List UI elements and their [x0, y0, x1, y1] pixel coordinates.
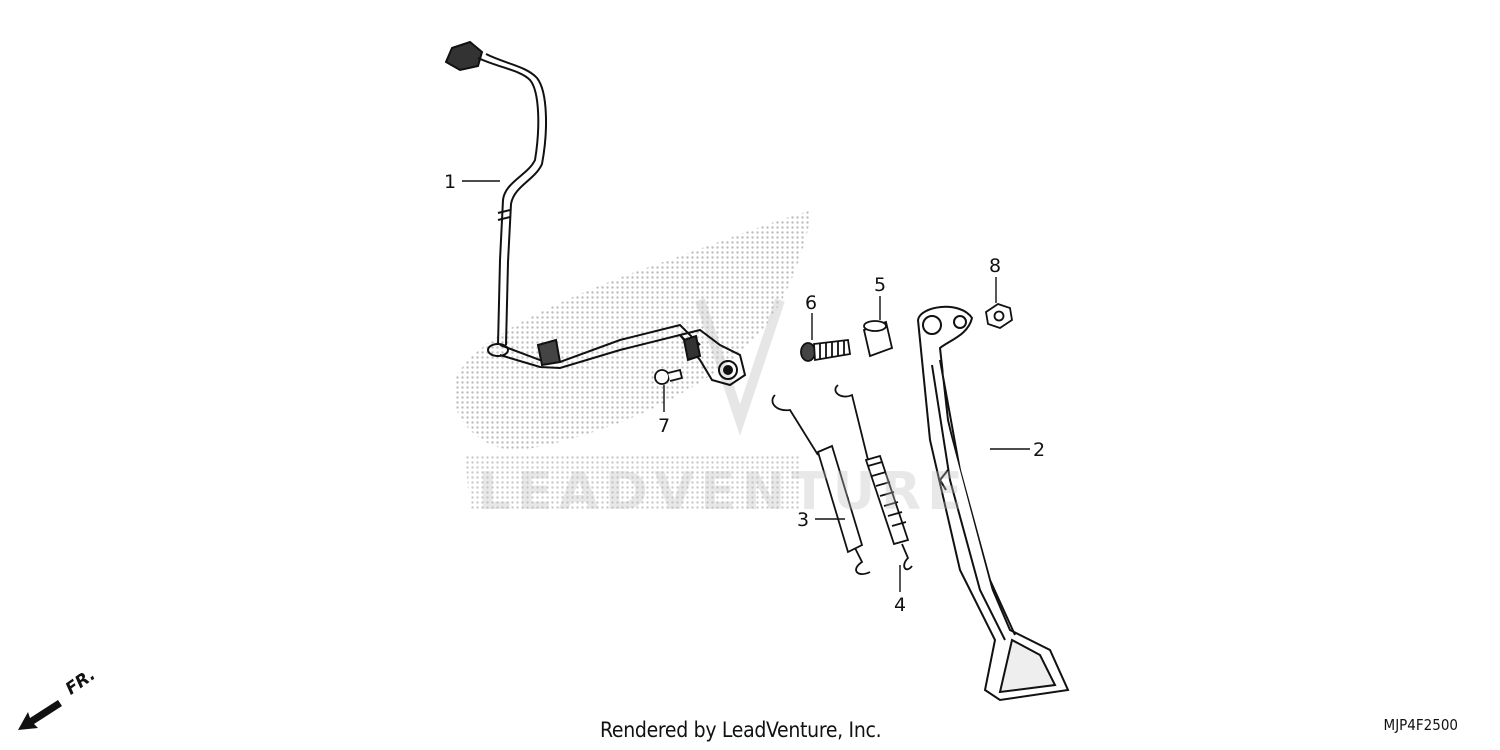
callout-3: 3	[797, 509, 809, 531]
part-2-side-stand	[916, 305, 1070, 702]
callout-5: 5	[874, 274, 886, 296]
part-3-spring	[771, 394, 871, 575]
part-1-shift-rod	[444, 40, 747, 387]
callout-1: 1	[444, 171, 456, 193]
rendered-by-credit: Rendered by LeadVenture, Inc.	[600, 718, 882, 742]
callout-4: 4	[894, 594, 906, 616]
part-4-spring	[834, 384, 913, 571]
callout-6: 6	[805, 292, 817, 314]
part-5-collar	[862, 320, 894, 358]
honda-wing-watermark-icon	[455, 210, 812, 510]
diagram-code: MJP4F2500	[1383, 716, 1458, 734]
callout-8: 8	[989, 255, 1001, 277]
part-7-bolt	[654, 368, 684, 385]
part-6-bolt	[800, 339, 852, 362]
callout-7: 7	[658, 415, 670, 437]
front-arrow-icon	[18, 700, 62, 730]
watermark-text: LEADVENTURE	[478, 462, 969, 522]
callout-2: 2	[1033, 439, 1045, 461]
part-8-nut	[985, 303, 1013, 329]
leader-lines	[462, 180, 1030, 592]
